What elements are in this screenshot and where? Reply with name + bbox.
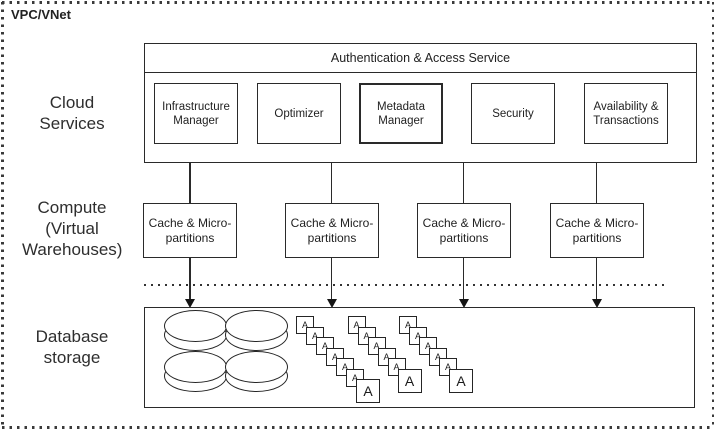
- service-box: Infrastructure Manager: [154, 83, 238, 144]
- connector-line: [462, 163, 465, 203]
- layer-label-compute: Compute (Virtual Warehouses): [22, 198, 123, 259]
- database-disk-icon: [225, 351, 288, 392]
- service-label: Infrastructure Manager: [162, 100, 230, 127]
- warehouse-label: Cache & Micro-partitions: [148, 215, 232, 245]
- warehouse-label: Cache & Micro-partitions: [290, 215, 374, 245]
- vpc-border-top: [2, 1, 714, 4]
- file-icon: A: [356, 379, 380, 403]
- warehouse-label: Cache & Micro-partitions: [422, 215, 506, 245]
- storage-separator-line: [144, 284, 668, 286]
- service-label: Metadata Manager: [377, 100, 425, 127]
- arrow-down-icon: [591, 258, 602, 308]
- vpc-border-left: [1, 2, 4, 428]
- file-icon: A: [397, 368, 422, 393]
- vpc-border-bottom: [2, 426, 714, 429]
- warehouse-box: Cache & Micro-partitions: [285, 203, 379, 258]
- warehouse-box: Cache & Micro-partitions: [550, 203, 644, 258]
- disk-group: [145, 308, 694, 407]
- layer-label-cloud-services: Cloud Services: [39, 93, 105, 133]
- vpc-border-right: [711, 2, 714, 428]
- connector-line: [330, 163, 333, 203]
- database-disk-icon: [225, 310, 288, 351]
- file-icon: A: [449, 368, 473, 393]
- vpc-vnet-label: VPC/VNet: [11, 7, 71, 22]
- service-box: Availability & Transactions: [584, 83, 668, 144]
- warehouse-label: Cache & Micro-partitions: [555, 215, 639, 245]
- arrow-down-icon: [326, 258, 337, 308]
- service-box: Security: [471, 83, 555, 144]
- auth-access-service-header: Authentication & Access Service: [145, 44, 696, 73]
- service-label: Security: [492, 107, 534, 120]
- database-disk-icon: [164, 310, 227, 351]
- service-box: Optimizer: [257, 83, 341, 144]
- service-label: Optimizer: [274, 107, 324, 120]
- connector-line: [595, 163, 598, 203]
- cloud-services-box: Authentication & Access Service Infrastr…: [144, 43, 697, 163]
- layer-label-database-storage: Database storage: [35, 327, 109, 367]
- arrow-down-icon: [185, 258, 196, 308]
- database-disk-icon: [164, 351, 227, 392]
- service-label: Availability & Transactions: [593, 100, 659, 127]
- warehouse-box: Cache & Micro-partitions: [143, 203, 237, 258]
- warehouse-box: Cache & Micro-partitions: [417, 203, 511, 258]
- service-box: Metadata Manager: [359, 83, 443, 144]
- arrow-down-icon: [458, 258, 469, 308]
- connector-line: [189, 163, 191, 203]
